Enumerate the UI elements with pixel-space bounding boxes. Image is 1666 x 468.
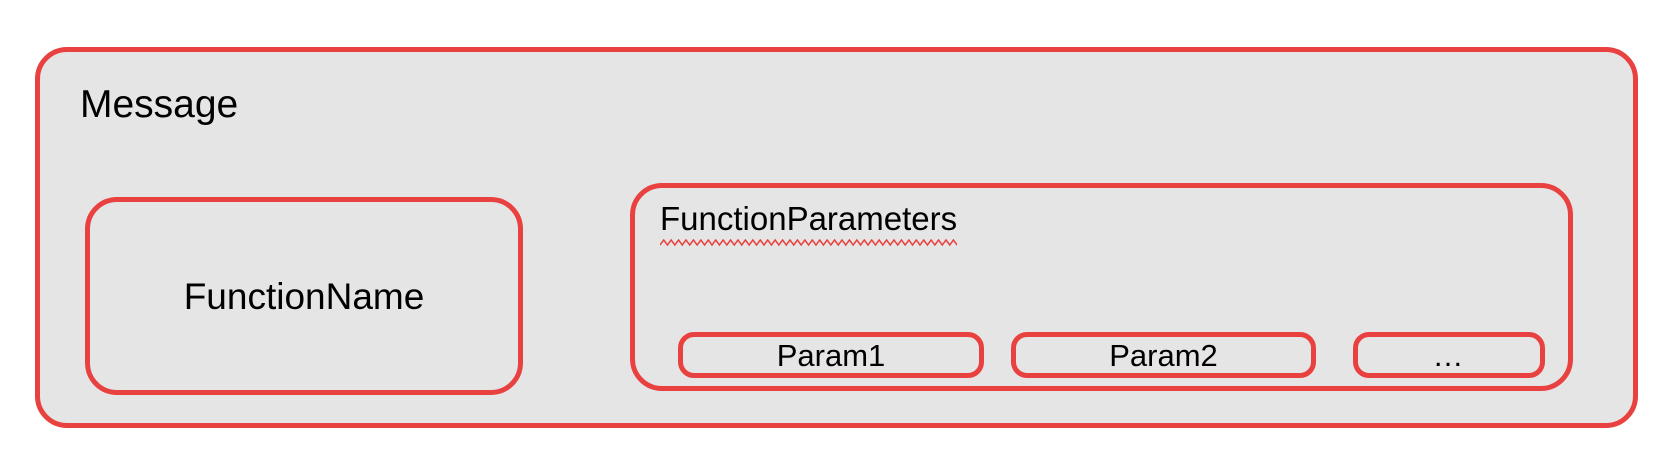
param-chip-ellipsis-label: …: [1432, 337, 1466, 373]
spellcheck-squiggle-icon: [660, 239, 958, 247]
param-chip-2[interactable]: Param2: [1011, 332, 1316, 378]
param-chip-1[interactable]: Param1: [678, 332, 984, 378]
function-parameters-container[interactable]: FunctionParameters Param1 Param2 …: [630, 183, 1573, 391]
param-chip-1-label: Param1: [776, 337, 886, 373]
message-container[interactable]: Message FunctionName FunctionParameters …: [35, 47, 1638, 428]
message-title-label: Message: [80, 83, 239, 126]
function-name-container[interactable]: FunctionName: [85, 197, 523, 395]
param-chip-2-label: Param2: [1109, 337, 1218, 373]
param-chip-ellipsis[interactable]: …: [1353, 332, 1545, 378]
function-name-label: FunctionName: [183, 275, 425, 317]
function-parameters-title-text: FunctionParameters: [660, 200, 958, 237]
function-parameters-title: FunctionParameters: [660, 200, 958, 247]
